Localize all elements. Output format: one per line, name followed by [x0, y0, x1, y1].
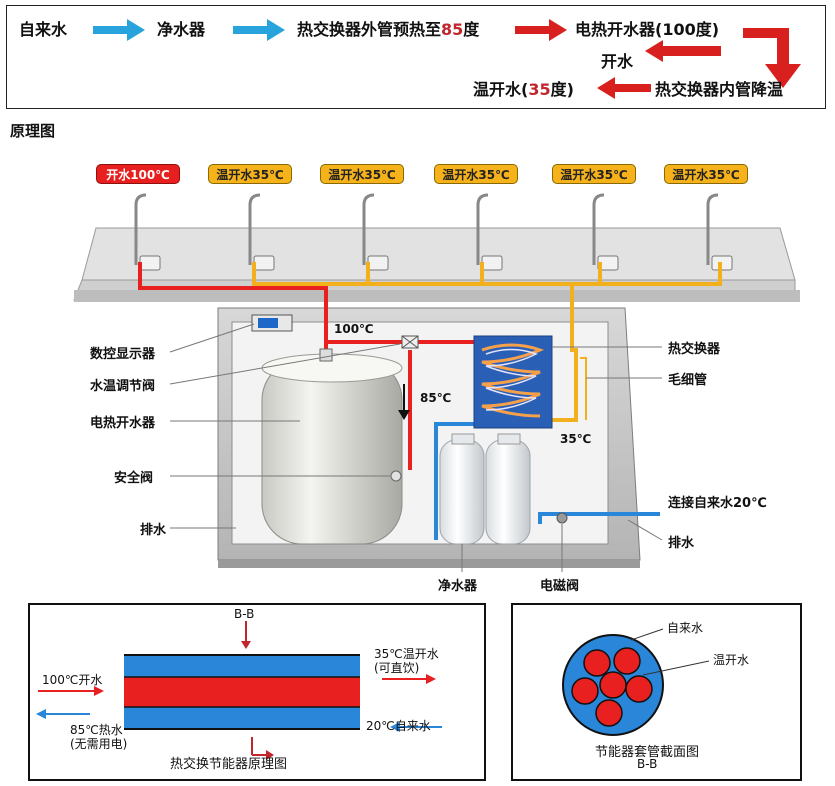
- cs-caption: 节能器套管截面图: [595, 745, 700, 760]
- label-drain-left: 排水: [140, 523, 167, 538]
- label-solenoid-valve: 电磁阀: [540, 579, 580, 594]
- label-drain-right: 排水: [668, 536, 695, 551]
- flow-arrow-to-warm: [597, 77, 651, 99]
- flow-step-tap-water: 自来水: [19, 20, 68, 39]
- pipe-cross-section-box: 自来水 温开水 节能器套管截面图 B-B: [511, 603, 802, 781]
- sink-basin: [73, 227, 800, 302]
- warm-water-pipe: [252, 262, 722, 422]
- principle-diagram-title: 原理图: [10, 122, 56, 140]
- flow-arrow-2: [233, 19, 285, 41]
- hx-label-boiling-in: 100℃开水: [42, 673, 103, 687]
- digital-display: [251, 314, 293, 332]
- faucets: [134, 193, 719, 265]
- process-flow-box: 自来水 净水器 热交换器外管预热至85度 电热开水器(100度) 开水 热交换器…: [6, 5, 826, 109]
- tap-badge-warm-3: 温开水35℃: [434, 164, 518, 184]
- flow-step-warm-text: 温开水(: [473, 80, 529, 99]
- hx-section-mark: B-B: [234, 607, 255, 621]
- flow-down-arrow: [398, 384, 410, 420]
- label-leader-lines: [169, 323, 663, 572]
- temp-85-label: 85℃: [420, 391, 452, 405]
- tap-badge-warm-5: 温开水35℃: [664, 164, 748, 184]
- tap-badge-boiling: 开水100℃: [96, 164, 180, 184]
- cs-section-mark: B-B: [637, 757, 658, 771]
- tap-badge-warm-1: 温开水35℃: [208, 164, 292, 184]
- capillary-tube: [580, 357, 587, 420]
- flow-arrow-to-boiling: [645, 40, 721, 62]
- tap-badge-warm-4: 温开水35℃: [552, 164, 636, 184]
- label-safety-valve: 安全阀: [114, 471, 154, 486]
- flow-step-boiling-water: 开水: [601, 52, 634, 71]
- flow-arrow-3: [515, 19, 567, 41]
- heat-exchanger-diagram: [36, 621, 442, 760]
- label-digital-display: 数控显示器: [90, 347, 156, 362]
- flow-step-preheat-text: 热交换器外管预热至: [297, 20, 442, 39]
- label-water-purifier: 净水器: [438, 579, 478, 594]
- flow-step-warm-water: 温开水(35度): [473, 80, 574, 100]
- inner-pipes: [571, 647, 653, 727]
- flow-step-purifier: 净水器: [157, 20, 206, 39]
- flow-step-boiler: 电热开水器(100度): [575, 20, 720, 39]
- hx-label-drinkable: (可直饮): [374, 661, 420, 675]
- flow-step-warm-unit: 度): [550, 80, 574, 99]
- temp-35-label: 35℃: [560, 432, 592, 446]
- hx-label-tap-in: 20℃自来水: [366, 719, 431, 733]
- hx-caption: 热交换节能器原理图: [170, 757, 288, 772]
- electric-boiler-tank: [261, 348, 403, 545]
- flow-step-preheat-temp: 85: [441, 20, 464, 39]
- cross-section-diagram: [562, 628, 710, 736]
- label-electric-boiler: 电热开水器: [90, 416, 156, 431]
- flow-step-warm-temp: 35: [528, 80, 551, 99]
- heat-exchanger-principle-box: B-B 100℃开水 85℃热水 (无需用电) 35℃温开水 (可直饮) 20℃…: [28, 603, 486, 781]
- flow-arrow-1: [93, 19, 145, 41]
- hx-label-no-electricity: (无需用电): [70, 737, 128, 751]
- temperature-valve: [401, 335, 419, 349]
- hx-label-hot-out: 85℃热水: [70, 723, 123, 737]
- faucet-valves: [139, 255, 733, 271]
- solenoid-valve: [556, 512, 568, 524]
- flow-step-cooling: 热交换器内管降温: [655, 80, 784, 99]
- label-tap-water-inlet: 连接自来水20℃: [668, 496, 767, 511]
- heat-exchanger: [473, 335, 553, 429]
- flow-step-preheat: 热交换器外管预热至85度: [297, 20, 479, 40]
- label-temp-valve: 水温调节阀: [90, 379, 156, 394]
- cs-label-tap-water: 自来水: [667, 621, 704, 635]
- label-heat-exchanger: 热交换器: [668, 342, 721, 357]
- label-capillary: 毛细管: [668, 373, 708, 388]
- flow-arrow-down: [743, 28, 801, 88]
- cold-water-pipe: [434, 422, 660, 540]
- flow-step-preheat-unit: 度: [463, 20, 480, 39]
- tap-badge-warm-2: 温开水35℃: [320, 164, 404, 184]
- hx-label-warm-out: 35℃温开水: [374, 647, 439, 661]
- cs-label-warm-water: 温开水: [713, 653, 750, 667]
- temp-100-label: 100℃: [334, 322, 374, 336]
- machine-illustration: [73, 193, 800, 572]
